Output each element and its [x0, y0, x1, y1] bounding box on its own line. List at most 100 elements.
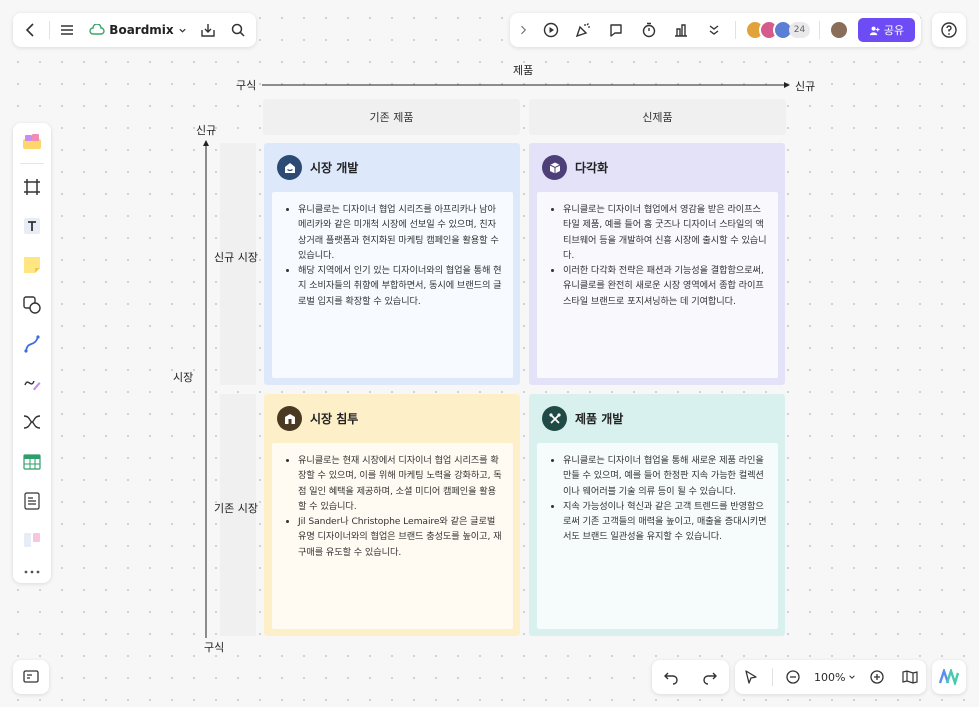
cube-icon	[542, 155, 567, 180]
mind-map-icon[interactable]	[20, 410, 44, 434]
text-icon[interactable]	[20, 214, 44, 238]
save-icon[interactable]	[197, 18, 221, 42]
celebrate-icon[interactable]	[572, 18, 596, 42]
top-axis-right-label: 신규	[795, 80, 816, 93]
zoom-in-icon[interactable]	[865, 665, 889, 689]
row-header-new-market-bg	[220, 143, 256, 385]
divider	[48, 21, 50, 39]
ai-assistant-icon	[938, 669, 960, 685]
row-header-existing-market-bg	[220, 394, 256, 636]
map-view-icon[interactable]	[898, 665, 922, 689]
list-item: 지속 가능성이나 혁신과 같은 고객 트렌드를 반영함으로써 기존 고객들의 매…	[563, 499, 768, 545]
zoom-level-dropdown[interactable]: 100%	[814, 671, 856, 684]
quadrant-title: 다각화	[575, 161, 609, 175]
back-icon[interactable]	[19, 18, 43, 42]
row-header-existing-market: 기존 시장	[214, 502, 258, 515]
ai-assistant-button[interactable]	[932, 660, 966, 694]
connector-icon[interactable]	[20, 332, 44, 356]
presentation-play-icon[interactable]	[539, 18, 563, 42]
collapse-chevron-icon[interactable]	[516, 18, 530, 42]
bullet-list: 유니클로는 디자이너 협업 시리즈를 아프리카나 남아메리카와 같은 미개척 시…	[282, 202, 503, 309]
tools-icon	[542, 406, 567, 431]
left-axis-bottom-label: 구식	[204, 641, 225, 654]
list-item: Jil Sander나 Christophe Lemaire와 같은 글로벌 유…	[298, 514, 503, 560]
menu-icon[interactable]	[56, 18, 80, 42]
board-title-dropdown[interactable]: Boardmix	[85, 23, 190, 37]
zoom-out-icon[interactable]	[781, 665, 805, 689]
table-icon[interactable]	[20, 450, 44, 474]
top-right-toolbar: 24 공유	[510, 13, 921, 47]
list-item: 유니클로는 현재 시장에서 디자이너 협업 시리즈를 확장할 수 있으며, 이를…	[298, 453, 503, 514]
row-header-new-market: 신규 시장	[214, 251, 258, 264]
chevron-down-icon	[849, 675, 856, 679]
quadrant-content: 유니클로는 디자이너 협업 시리즈를 아프리카나 남아메리카와 같은 미개척 시…	[272, 192, 513, 378]
quadrant-header: 제품 개발	[542, 406, 623, 431]
shape-icon[interactable]	[20, 293, 44, 317]
vertical-axis-arrow	[203, 140, 209, 638]
divider	[771, 668, 773, 686]
column-header-new-product: 신제품	[529, 99, 786, 135]
collaborator-avatars[interactable]: 24	[744, 20, 811, 40]
building-icon	[277, 406, 302, 431]
user-avatar[interactable]	[829, 20, 849, 40]
left-axis-top-label: 신규	[196, 124, 217, 137]
quadrant-market-development[interactable]: 시장 개발 유니클로는 디자이너 협업 시리즈를 아프리카나 남아메리카와 같은…	[264, 143, 520, 385]
minimap-icon	[23, 670, 39, 683]
quadrant-content: 유니클로는 디자이너 협업을 통해 새로운 제품 라인을 만들 수 있으며, 예…	[537, 443, 778, 629]
store-icon	[277, 155, 302, 180]
bullet-list: 유니클로는 현재 시장에서 디자이너 협업 시리즈를 확장할 수 있으며, 이를…	[282, 453, 503, 560]
history-controls	[652, 660, 729, 694]
zoom-level: 100%	[814, 670, 846, 684]
redo-icon[interactable]	[698, 665, 722, 689]
quadrant-title: 시장 개발	[310, 161, 359, 175]
list-item: 유니클로는 디자이너 협업 시리즈를 아프리카나 남아메리카와 같은 미개척 시…	[298, 202, 503, 263]
left-axis-title: 시장	[173, 371, 194, 384]
bullet-list: 유니클로는 디자이너 협업에서 영감을 받은 라이프스타일 제품, 예를 들어 …	[547, 202, 768, 309]
search-icon[interactable]	[226, 18, 250, 42]
board-title: Boardmix	[109, 23, 174, 37]
undo-icon[interactable]	[659, 665, 683, 689]
more-tools-icon[interactable]	[20, 560, 44, 584]
quadrant-product-development[interactable]: 제품 개발 유니클로는 디자이너 협업을 통해 새로운 제품 라인을 만들 수 …	[529, 394, 785, 636]
document-icon[interactable]	[20, 489, 44, 513]
tool-sidebar	[13, 123, 51, 583]
kanban-icon[interactable]	[20, 528, 44, 552]
share-button[interactable]: 공유	[857, 18, 916, 42]
vote-icon[interactable]	[670, 18, 694, 42]
templates-icon[interactable]	[20, 129, 44, 153]
quadrant-content: 유니클로는 현재 시장에서 디자이너 협업 시리즈를 확장할 수 있으며, 이를…	[272, 443, 513, 629]
quadrant-content: 유니클로는 디자이너 협업에서 영감을 받은 라이프스타일 제품, 예를 들어 …	[537, 192, 778, 378]
divider	[734, 21, 736, 39]
pen-icon[interactable]	[20, 371, 44, 395]
list-item: 해당 지역에서 인기 있는 디자이너와의 협업을 통해 현지 소비자들의 취향에…	[298, 263, 503, 309]
quadrant-diversification[interactable]: 다각화 유니클로는 디자이너 협업에서 영감을 받은 라이프스타일 제품, 예를…	[529, 143, 785, 385]
sticky-note-icon[interactable]	[20, 253, 44, 277]
add-user-icon	[869, 26, 880, 35]
help-button[interactable]	[932, 13, 966, 47]
quadrant-title: 시장 침투	[310, 412, 359, 426]
more-chevron-icon[interactable]	[702, 18, 726, 42]
bullet-list: 유니클로는 디자이너 협업을 통해 새로운 제품 라인을 만들 수 있으며, 예…	[547, 453, 768, 545]
share-label: 공유	[883, 24, 905, 37]
horizontal-axis-arrow	[262, 82, 790, 88]
select-cursor-icon[interactable]	[739, 665, 763, 689]
quadrant-title: 제품 개발	[575, 412, 624, 426]
timer-icon[interactable]	[637, 18, 661, 42]
divider	[20, 163, 44, 164]
collaborator-count: 24	[788, 22, 811, 38]
zoom-controls: 100%	[735, 660, 926, 694]
frame-icon[interactable]	[20, 175, 44, 199]
quadrant-header: 시장 침투	[277, 406, 358, 431]
cloud-icon	[89, 24, 105, 35]
quadrant-market-penetration[interactable]: 시장 침투 유니클로는 현재 시장에서 디자이너 협업 시리즈를 확장할 수 있…	[264, 394, 520, 636]
top-left-toolbar: Boardmix	[13, 13, 256, 47]
quadrant-header: 시장 개발	[277, 155, 358, 180]
list-item: 유니클로는 디자이너 협업을 통해 새로운 제품 라인을 만들 수 있으며, 예…	[563, 453, 768, 499]
minimap-button[interactable]	[13, 660, 49, 694]
comment-icon[interactable]	[604, 18, 628, 42]
list-item: 유니클로는 디자이너 협업에서 영감을 받은 라이프스타일 제품, 예를 들어 …	[563, 202, 768, 263]
top-axis-left-label: 구식	[236, 79, 257, 92]
quadrant-header: 다각화	[542, 155, 608, 180]
top-axis-title: 제품	[513, 64, 534, 77]
help-icon	[941, 22, 957, 38]
